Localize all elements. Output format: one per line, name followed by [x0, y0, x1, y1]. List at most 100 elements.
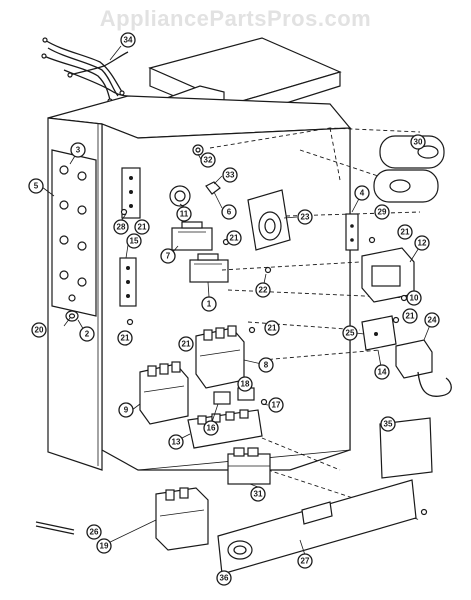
callout: 2	[79, 326, 95, 342]
svg-text:29: 29	[378, 208, 387, 217]
svg-text:23: 23	[301, 213, 310, 222]
terminal-strip-lower	[119, 257, 137, 307]
svg-text:5: 5	[34, 182, 39, 191]
svg-text:21: 21	[138, 223, 147, 232]
svg-text:3: 3	[76, 146, 81, 155]
callout: 7	[160, 248, 176, 264]
callout: 21	[117, 330, 133, 346]
svg-text:7: 7	[166, 252, 171, 261]
svg-text:11: 11	[180, 210, 189, 219]
svg-text:18: 18	[241, 380, 250, 389]
callout: 21	[134, 219, 150, 235]
callout: 17	[268, 397, 284, 413]
capacitor-lower	[373, 169, 439, 203]
callout: 35	[380, 416, 396, 432]
svg-text:28: 28	[117, 223, 126, 232]
callouts: 34 3 5 32 33 28 21 11 6 23 30 29 4 21 12…	[28, 32, 440, 586]
svg-text:8: 8	[264, 361, 269, 370]
callout: 23	[297, 209, 313, 225]
callout: 12	[414, 235, 430, 251]
svg-text:27: 27	[301, 557, 310, 566]
callout: 24	[424, 312, 440, 328]
callout: 6	[221, 204, 237, 220]
capacitor-upper	[379, 135, 445, 169]
svg-text:17: 17	[272, 401, 281, 410]
bracket	[345, 213, 359, 251]
callout: 27	[297, 553, 313, 569]
svg-text:22: 22	[259, 286, 268, 295]
callout: 9	[118, 402, 134, 418]
callout: 32	[200, 152, 216, 168]
callout: 4	[354, 185, 370, 201]
callout: 33	[222, 167, 238, 183]
callout: 26	[86, 524, 102, 540]
svg-text:2: 2	[85, 330, 90, 339]
svg-text:24: 24	[428, 316, 437, 325]
rotary-switch	[169, 185, 191, 207]
watermark: AppliancePartsPros.com	[99, 6, 372, 31]
callout: 14	[374, 364, 390, 380]
svg-text:30: 30	[414, 138, 423, 147]
terminal-block	[187, 409, 263, 449]
callout: 19	[96, 538, 112, 554]
svg-text:21: 21	[406, 312, 415, 321]
contactor-right	[195, 325, 245, 389]
callout: 29	[374, 204, 390, 220]
transformer	[361, 247, 415, 303]
svg-text:6: 6	[227, 208, 232, 217]
relay-lower	[189, 253, 229, 283]
front-panel	[217, 479, 417, 575]
bushing	[65, 310, 79, 322]
callout: 16	[203, 420, 219, 436]
callout: 11	[176, 206, 192, 222]
callout: 21	[402, 308, 418, 324]
svg-text:31: 31	[254, 490, 263, 499]
relay-upper	[171, 221, 213, 251]
callout: 22	[255, 282, 271, 298]
svg-text:1: 1	[207, 300, 212, 309]
callout: 34	[120, 32, 136, 48]
svg-text:14: 14	[378, 368, 387, 377]
callout: 3	[70, 142, 86, 158]
terminal-strip-upper	[121, 167, 141, 219]
svg-text:12: 12	[418, 239, 427, 248]
grommet	[192, 144, 204, 156]
contactor-left	[139, 361, 189, 425]
svg-text:21: 21	[230, 234, 239, 243]
svg-text:25: 25	[346, 329, 355, 338]
svg-text:21: 21	[401, 228, 410, 237]
cover-plate	[379, 417, 433, 479]
callout: 10	[406, 290, 422, 306]
callout: 36	[216, 570, 232, 586]
svg-text:10: 10	[410, 294, 419, 303]
svg-text:20: 20	[35, 326, 44, 335]
callout: 13	[168, 434, 184, 450]
callout: 18	[237, 376, 253, 392]
callout: 30	[410, 134, 426, 150]
svg-text:16: 16	[207, 424, 216, 433]
callout: 25	[342, 325, 358, 341]
ignition-module	[395, 339, 452, 397]
callout: 28	[113, 219, 129, 235]
svg-text:21: 21	[182, 340, 191, 349]
svg-text:9: 9	[124, 406, 129, 415]
contactor-bottom	[227, 447, 271, 485]
wire-harness	[41, 37, 129, 104]
callout: 15	[126, 233, 142, 249]
svg-text:19: 19	[100, 542, 109, 551]
svg-text:36: 36	[220, 574, 229, 583]
callout: 31	[250, 486, 266, 502]
svg-text:4: 4	[360, 189, 365, 198]
callout: 8	[258, 357, 274, 373]
callout: 21	[178, 336, 194, 352]
rod	[35, 521, 75, 535]
callout: 20	[31, 322, 47, 338]
svg-text:21: 21	[121, 334, 130, 343]
mounting-plate	[51, 149, 97, 317]
callout: 21	[397, 224, 413, 240]
small-relay	[213, 387, 255, 405]
svg-text:21: 21	[268, 324, 277, 333]
svg-text:13: 13	[172, 438, 181, 447]
svg-text:34: 34	[124, 36, 133, 45]
